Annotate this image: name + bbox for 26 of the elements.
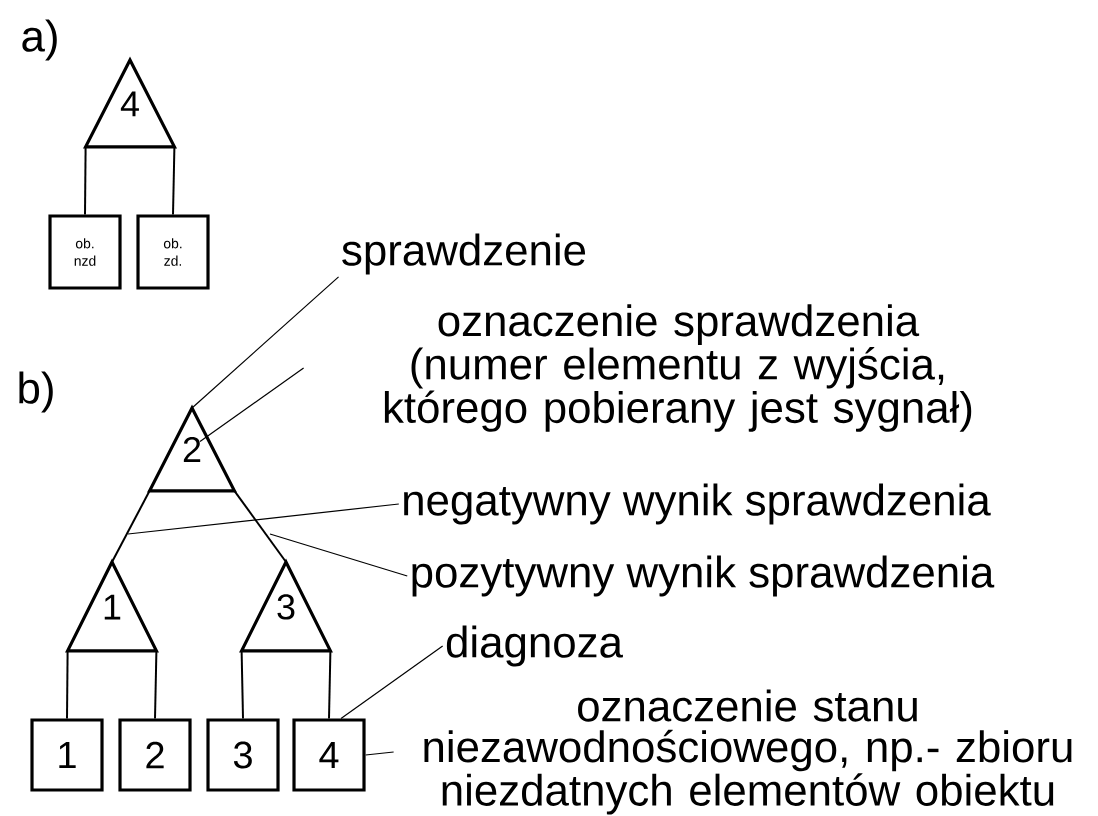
annotation-text: negatywny wynik sprawdzenia bbox=[404, 483, 991, 525]
panel-label: a) bbox=[22, 19, 57, 61]
connector-line bbox=[233, 489, 287, 563]
state-box: 4 bbox=[292, 718, 366, 792]
leader-line bbox=[127, 503, 400, 535]
leader-line bbox=[269, 533, 408, 577]
connector-line bbox=[172, 145, 176, 216]
state-box: 1 bbox=[30, 718, 104, 792]
state-box: 3 bbox=[206, 718, 280, 792]
annotation-text: oznaczenie stanu niezawodnościowego, np.- zbioru niezdatnych elementów obiektu bbox=[424, 689, 1072, 815]
connector-line bbox=[66, 649, 69, 720]
leader-line bbox=[199, 367, 305, 442]
connector-line bbox=[328, 649, 332, 720]
state-box: 2 bbox=[118, 718, 192, 792]
leader-line bbox=[340, 645, 444, 719]
annotation-text: oznaczenie sprawdzenia (numer elementu z wyjścia, którego pobierany jest sygnał) bbox=[384, 304, 972, 432]
connector-line bbox=[154, 649, 158, 720]
annotation-text: diagnoza bbox=[446, 625, 623, 667]
connector-line bbox=[84, 145, 87, 216]
connector-line bbox=[240, 649, 244, 720]
annotation-text: sprawdzenie bbox=[342, 233, 586, 275]
annotation-text: pozytywny wynik sprawdzenia bbox=[412, 555, 995, 597]
leader-line bbox=[365, 751, 395, 756]
panel-label: b) bbox=[19, 371, 53, 413]
leader-line bbox=[191, 276, 340, 409]
connector-line bbox=[111, 489, 151, 563]
